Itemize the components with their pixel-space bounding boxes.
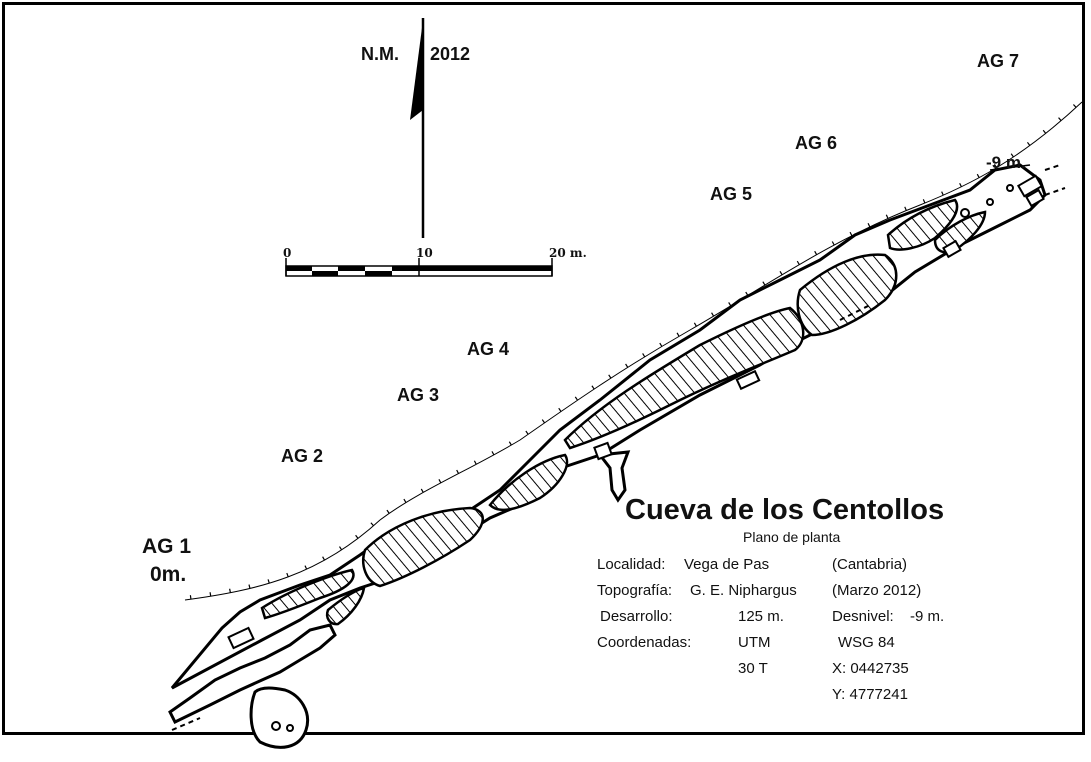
coordenadas-label: Coordenadas:	[597, 634, 692, 651]
station-ag6: AG 6	[795, 133, 838, 153]
station-ag4: AG 4	[467, 339, 510, 359]
cave-outer-wall	[184, 101, 1083, 601]
map-frame	[2, 2, 1085, 735]
end-depth-label: -9 m.	[986, 153, 1026, 172]
station-ag1-depth: 0m.	[150, 563, 187, 586]
wall-tick	[304, 565, 308, 570]
wall-tick	[322, 556, 326, 561]
wall-tick	[1072, 104, 1077, 108]
wall-tick	[558, 407, 562, 412]
wall-tick	[728, 302, 732, 307]
station-ag2: AG 2	[281, 446, 324, 466]
scale-tick-10: 10	[416, 246, 433, 260]
desnivel-label: Desnivel:	[832, 608, 894, 625]
wall-tick	[386, 509, 390, 514]
wall-tick	[922, 199, 926, 204]
wall-tick	[904, 206, 907, 211]
wall-tick	[574, 396, 579, 401]
wall-tick	[959, 182, 962, 188]
wall-tick	[1010, 153, 1014, 158]
wall-tick	[711, 312, 715, 317]
entrance-dashes	[171, 164, 1066, 731]
wall-tick	[976, 173, 980, 178]
wall-tick	[867, 222, 871, 228]
wall-tick	[693, 322, 697, 327]
wall-tick	[456, 469, 460, 474]
topografia-label: Topografía:	[597, 582, 673, 599]
localidad-region: (Cantabria)	[832, 556, 908, 573]
wall-tick	[355, 534, 359, 539]
wall-tick	[286, 572, 289, 578]
wall-tick	[473, 460, 477, 465]
wall-tick	[508, 441, 512, 446]
wall-tick	[625, 363, 629, 368]
wall-tick	[608, 374, 612, 379]
wall-tick	[267, 579, 270, 584]
wall-tick	[885, 214, 889, 219]
map-subtitle: Plano de planta	[743, 529, 841, 545]
north-arrow-icon	[410, 18, 425, 238]
desarrollo-label: Desarrollo:	[600, 608, 673, 625]
wall-tick	[525, 430, 529, 435]
wall-tick	[420, 488, 424, 493]
wall-tick	[209, 592, 212, 597]
wall-tick	[229, 588, 232, 593]
wall-tick	[796, 260, 800, 265]
utm-label: UTM	[738, 634, 771, 651]
wall-tick	[659, 342, 663, 347]
wall-tick	[993, 163, 998, 169]
north-label: N.M.	[361, 44, 399, 64]
scale-tick-20: 20 m.	[549, 246, 587, 260]
topografia-date: (Marzo 2012)	[832, 582, 922, 599]
station-ag5: AG 5	[710, 184, 753, 204]
wall-ticks	[189, 104, 1077, 600]
zone-value: 30 T	[738, 660, 768, 677]
wall-tick	[370, 522, 374, 527]
wall-tick	[779, 270, 783, 276]
wall-tick	[403, 498, 407, 503]
wall-tick	[591, 385, 595, 390]
boulder-icons	[227, 174, 1045, 732]
wall-tick	[1026, 141, 1031, 146]
localidad-value: Vega de Pas	[684, 556, 770, 573]
wall-tick	[338, 546, 343, 551]
wall-tick	[491, 451, 495, 456]
station-ag3: AG 3	[397, 385, 440, 405]
wall-tick	[189, 595, 192, 600]
wall-tick	[248, 584, 251, 589]
y-coordinate: Y: 4777241	[832, 686, 908, 703]
scale-bar	[285, 258, 553, 277]
scale-tick-0: 0	[283, 246, 292, 260]
wall-tick	[762, 281, 766, 286]
wall-tick	[1042, 129, 1047, 134]
datum-value: WSG 84	[838, 634, 895, 651]
wall-tick	[438, 479, 442, 484]
wall-tick	[541, 419, 546, 424]
station-ag1: AG 1	[142, 535, 192, 558]
end-wall	[989, 164, 1031, 171]
wall-tick	[831, 241, 835, 246]
station-ag7: AG 7	[977, 51, 1020, 71]
desarrollo-value: 125 m.	[738, 608, 784, 625]
localidad-label: Localidad:	[597, 556, 666, 573]
hatched-blocks	[260, 198, 987, 626]
map-title: Cueva de los Centollos	[625, 494, 945, 526]
x-coordinate: X: 0442735	[832, 660, 909, 677]
wall-tick	[1058, 117, 1062, 122]
wall-tick	[676, 332, 680, 337]
wall-tick	[642, 353, 646, 358]
wall-tick	[849, 231, 853, 236]
wall-tick	[941, 191, 944, 196]
wall-tick	[814, 250, 818, 255]
north-year: 2012	[430, 44, 471, 64]
topografia-value: G. E. Niphargus	[690, 582, 797, 599]
desnivel-value: -9 m.	[910, 608, 945, 625]
